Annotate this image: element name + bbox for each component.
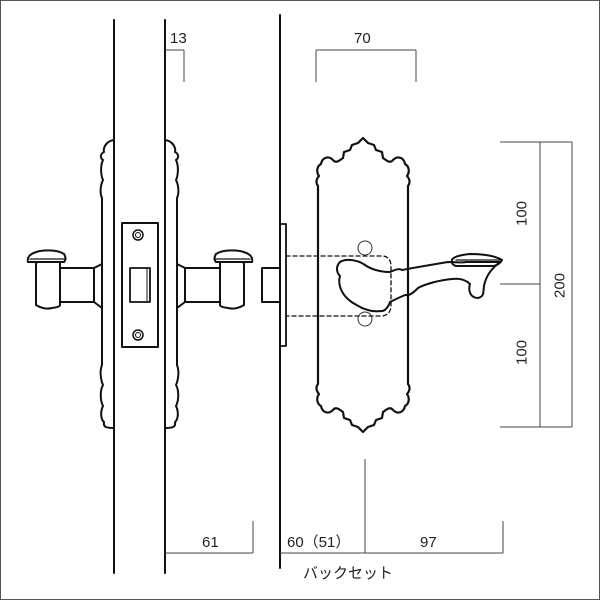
hidden-lock-case <box>285 255 392 317</box>
dim-plate-width: 70 <box>354 30 371 47</box>
plate-hole-top <box>357 240 373 256</box>
left-lever-grip <box>35 261 61 310</box>
latch-opening <box>129 267 151 303</box>
faceplate-screw-bottom <box>132 329 144 341</box>
right-lever-rose <box>176 263 186 309</box>
dim-lower-half: 100 <box>513 339 531 366</box>
right-escutcheon-profile <box>164 139 180 429</box>
dim-projection-right: 97 <box>420 534 437 551</box>
left-lever-cap <box>26 249 67 263</box>
front-lever-handle <box>336 258 501 313</box>
front-lever-cap <box>450 253 503 267</box>
left-lever-rose <box>93 263 103 309</box>
right-lever-cap <box>213 249 254 263</box>
faceplate-screw-top <box>132 229 144 241</box>
dim-door-thickness: 13 <box>170 30 187 47</box>
backset-label: バックセット <box>303 565 394 582</box>
latch-bolt <box>261 267 281 303</box>
dim-projection-left: 61 <box>202 534 219 551</box>
right-lever-shank <box>184 267 221 303</box>
lock-faceplate <box>121 222 159 348</box>
left-lever-shank <box>59 267 95 303</box>
front-escutcheon-plate <box>315 136 411 434</box>
door-edge-plate <box>279 223 287 347</box>
dim-total-height: 200 <box>551 272 569 299</box>
plate-hole-bottom <box>357 311 373 327</box>
dim-upper-half: 100 <box>513 200 531 227</box>
dim-backset: 60（51） <box>287 534 351 551</box>
right-lever-grip <box>219 261 245 310</box>
left-escutcheon-profile <box>99 139 115 429</box>
